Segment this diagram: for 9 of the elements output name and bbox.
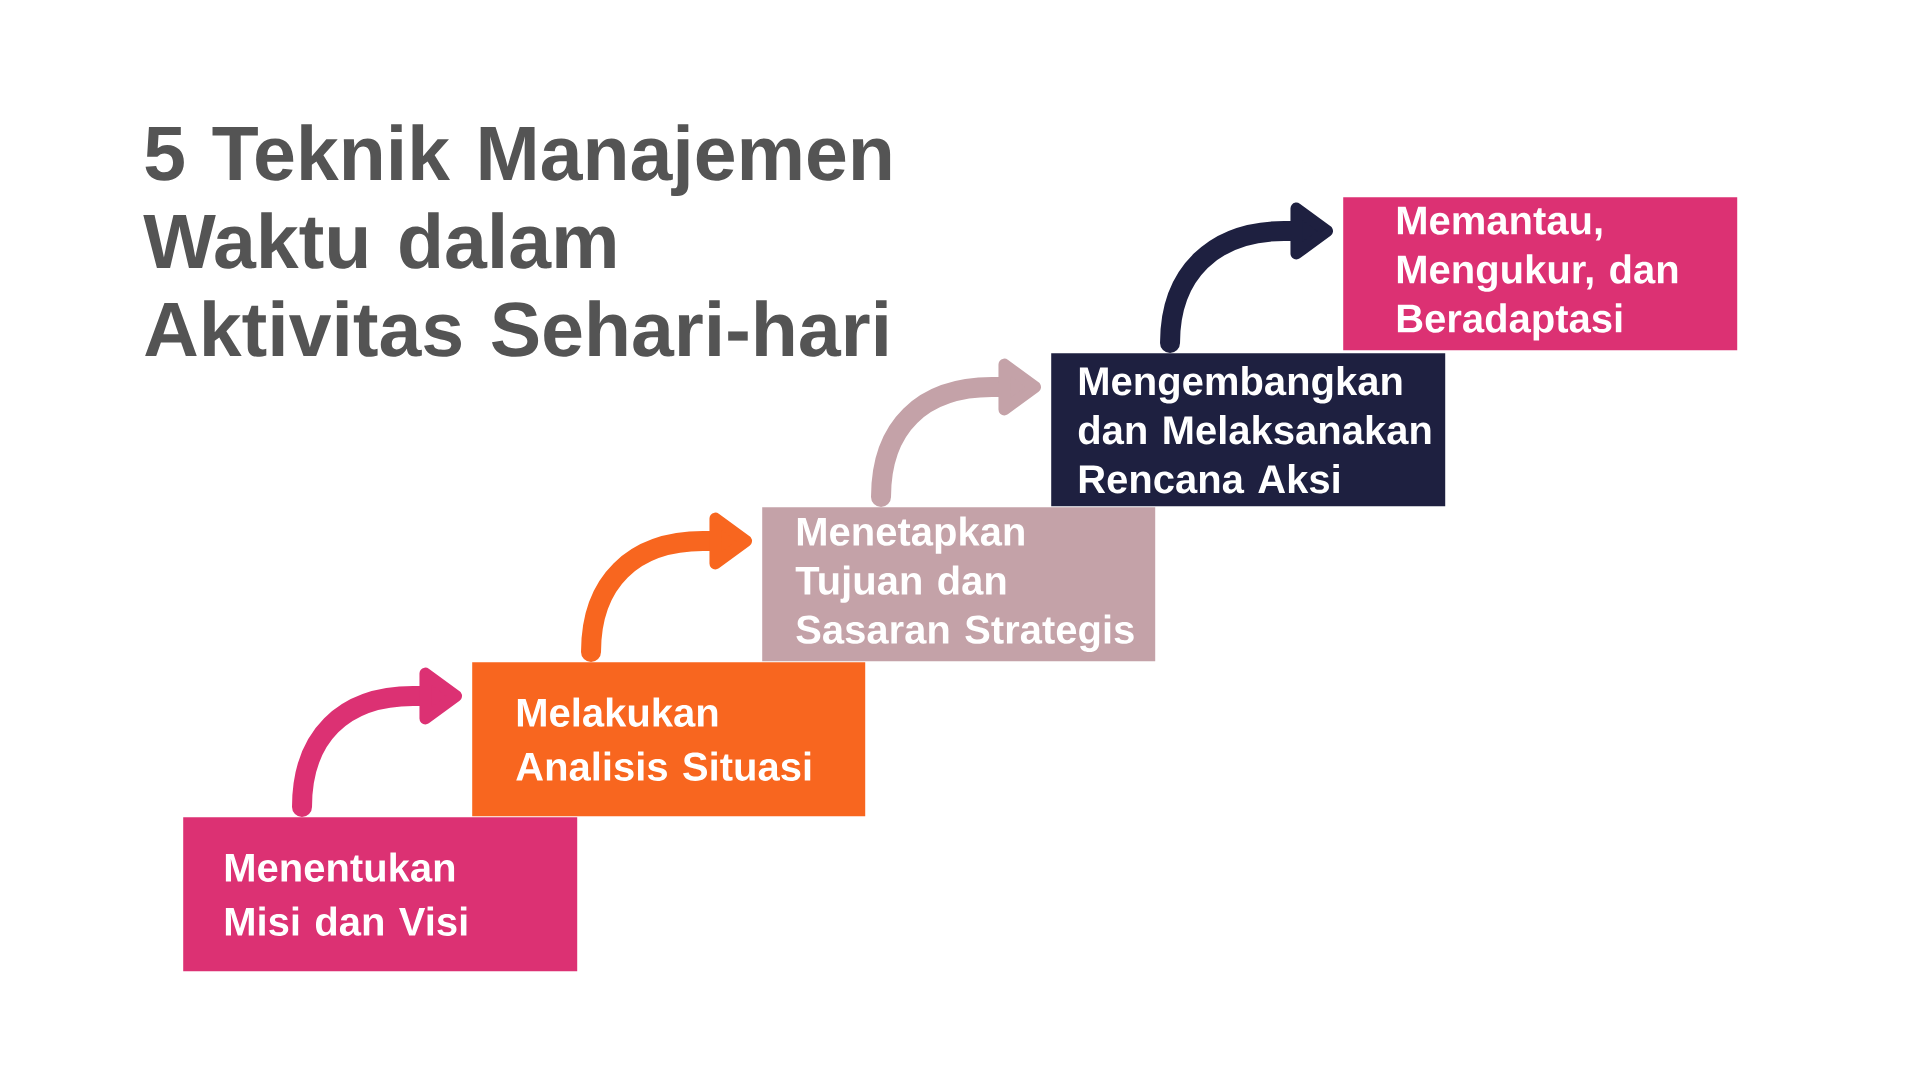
step-box: Mengembangkan dan Melaksanakan Rencana Aksi [1051, 353, 1446, 507]
step-box: Menentukan Misi dan Visi [183, 817, 578, 972]
curved-arrow [292, 667, 462, 817]
step-box: Menetapkan Tujuan dan Sasaran Strategis [762, 507, 1156, 662]
title: 5 Teknik Manajemen Waktu dalam Aktivitas Sehari-hari [143, 124, 891, 357]
step-box: Memantau, Mengukur, dan Beradaptasi [1343, 197, 1738, 351]
curved-arrow [581, 512, 752, 662]
step-box: Melakukan Analisis Situasi [472, 662, 866, 817]
curved-arrow [871, 358, 1041, 507]
